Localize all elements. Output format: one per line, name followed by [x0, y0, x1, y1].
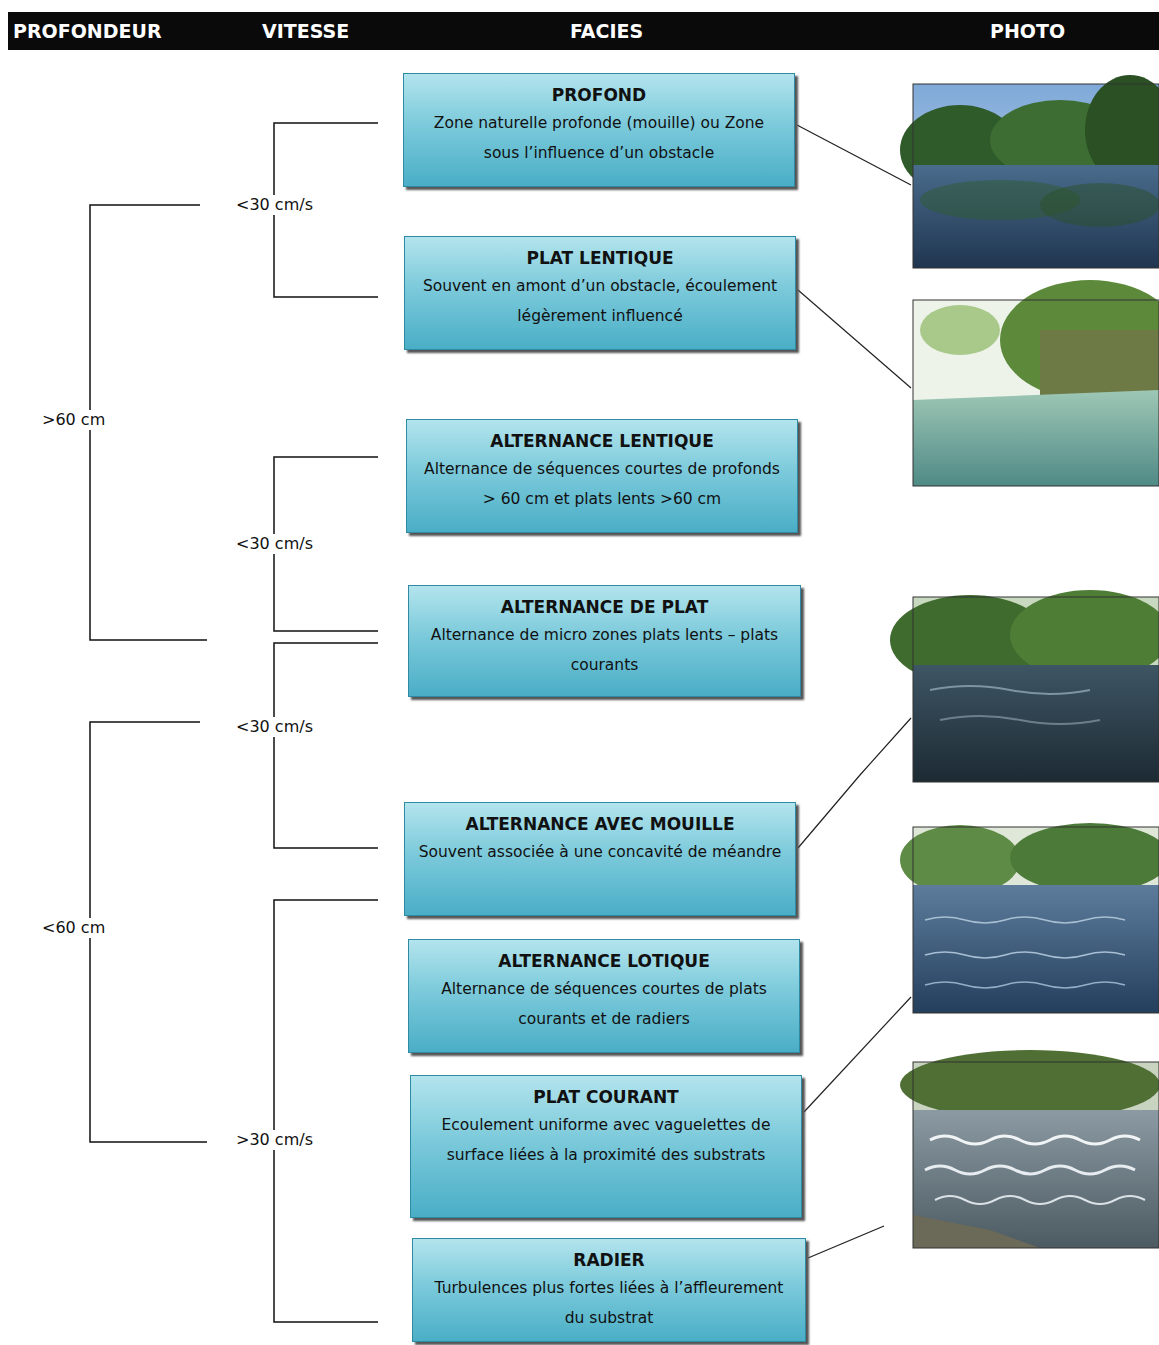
depth-bracket: [90, 205, 207, 1142]
facies-description: Ecoulement uniforme avec vaguelettes de …: [421, 1110, 791, 1170]
facies-description: Turbulences plus fortes liées à l’affleu…: [423, 1273, 795, 1333]
facies-title: ALTERNANCE AVEC MOUILLE: [415, 811, 785, 837]
column-header: VITESSE: [262, 19, 349, 43]
facies-box: PLAT LENTIQUESouvent en amont d’un obsta…: [404, 236, 796, 350]
range-label: <30 cm/s: [234, 534, 315, 554]
river-photo: [890, 590, 1159, 782]
range-label: >60 cm: [40, 410, 107, 430]
column-header: FACIES: [570, 19, 643, 43]
facies-box: ALTERNANCE AVEC MOUILLESouvent associée …: [404, 802, 796, 916]
facies-box: ALTERNANCE LENTIQUEAlternance de séquenc…: [406, 419, 798, 533]
range-label: >30 cm/s: [234, 1130, 315, 1150]
river-photo: [900, 1050, 1159, 1248]
facies-description: Alternance de séquences courtes de plats…: [419, 974, 789, 1034]
facies-description: Souvent en amont d’un obstacle, écouleme…: [415, 271, 785, 331]
range-label: <30 cm/s: [234, 195, 315, 215]
facies-title: RADIER: [423, 1247, 795, 1273]
facies-description: Zone naturelle profonde (mouille) ou Zon…: [414, 108, 784, 168]
facies-title: ALTERNANCE LENTIQUE: [417, 428, 787, 454]
facies-title: PROFOND: [414, 82, 784, 108]
facies-description: Alternance de micro zones plats lents – …: [419, 620, 790, 680]
range-label: <30 cm/s: [234, 717, 315, 737]
facies-title: ALTERNANCE LOTIQUE: [419, 948, 789, 974]
facies-title: PLAT LENTIQUE: [415, 245, 785, 271]
leader-line: [797, 125, 911, 1258]
river-photo: [913, 280, 1159, 486]
facies-box: PLAT COURANTEcoulement uniforme avec vag…: [410, 1075, 802, 1218]
facies-box: ALTERNANCE DE PLATAlternance de micro zo…: [408, 585, 801, 697]
facies-description: Souvent associée à une concavité de méan…: [415, 837, 785, 867]
facies-box: RADIERTurbulences plus fortes liées à l’…: [412, 1238, 806, 1342]
range-label: <60 cm: [40, 918, 107, 938]
column-header: PHOTO: [990, 19, 1065, 43]
river-photo: [900, 75, 1159, 268]
river-photo: [900, 823, 1159, 1013]
facies-title: PLAT COURANT: [421, 1084, 791, 1110]
column-header: PROFONDEUR: [13, 19, 162, 43]
facies-title: ALTERNANCE DE PLAT: [419, 594, 790, 620]
facies-box: ALTERNANCE LOTIQUEAlternance de séquence…: [408, 939, 800, 1053]
facies-description: Alternance de séquences courtes de profo…: [417, 454, 787, 514]
facies-box: PROFONDZone naturelle profonde (mouille)…: [403, 73, 795, 187]
